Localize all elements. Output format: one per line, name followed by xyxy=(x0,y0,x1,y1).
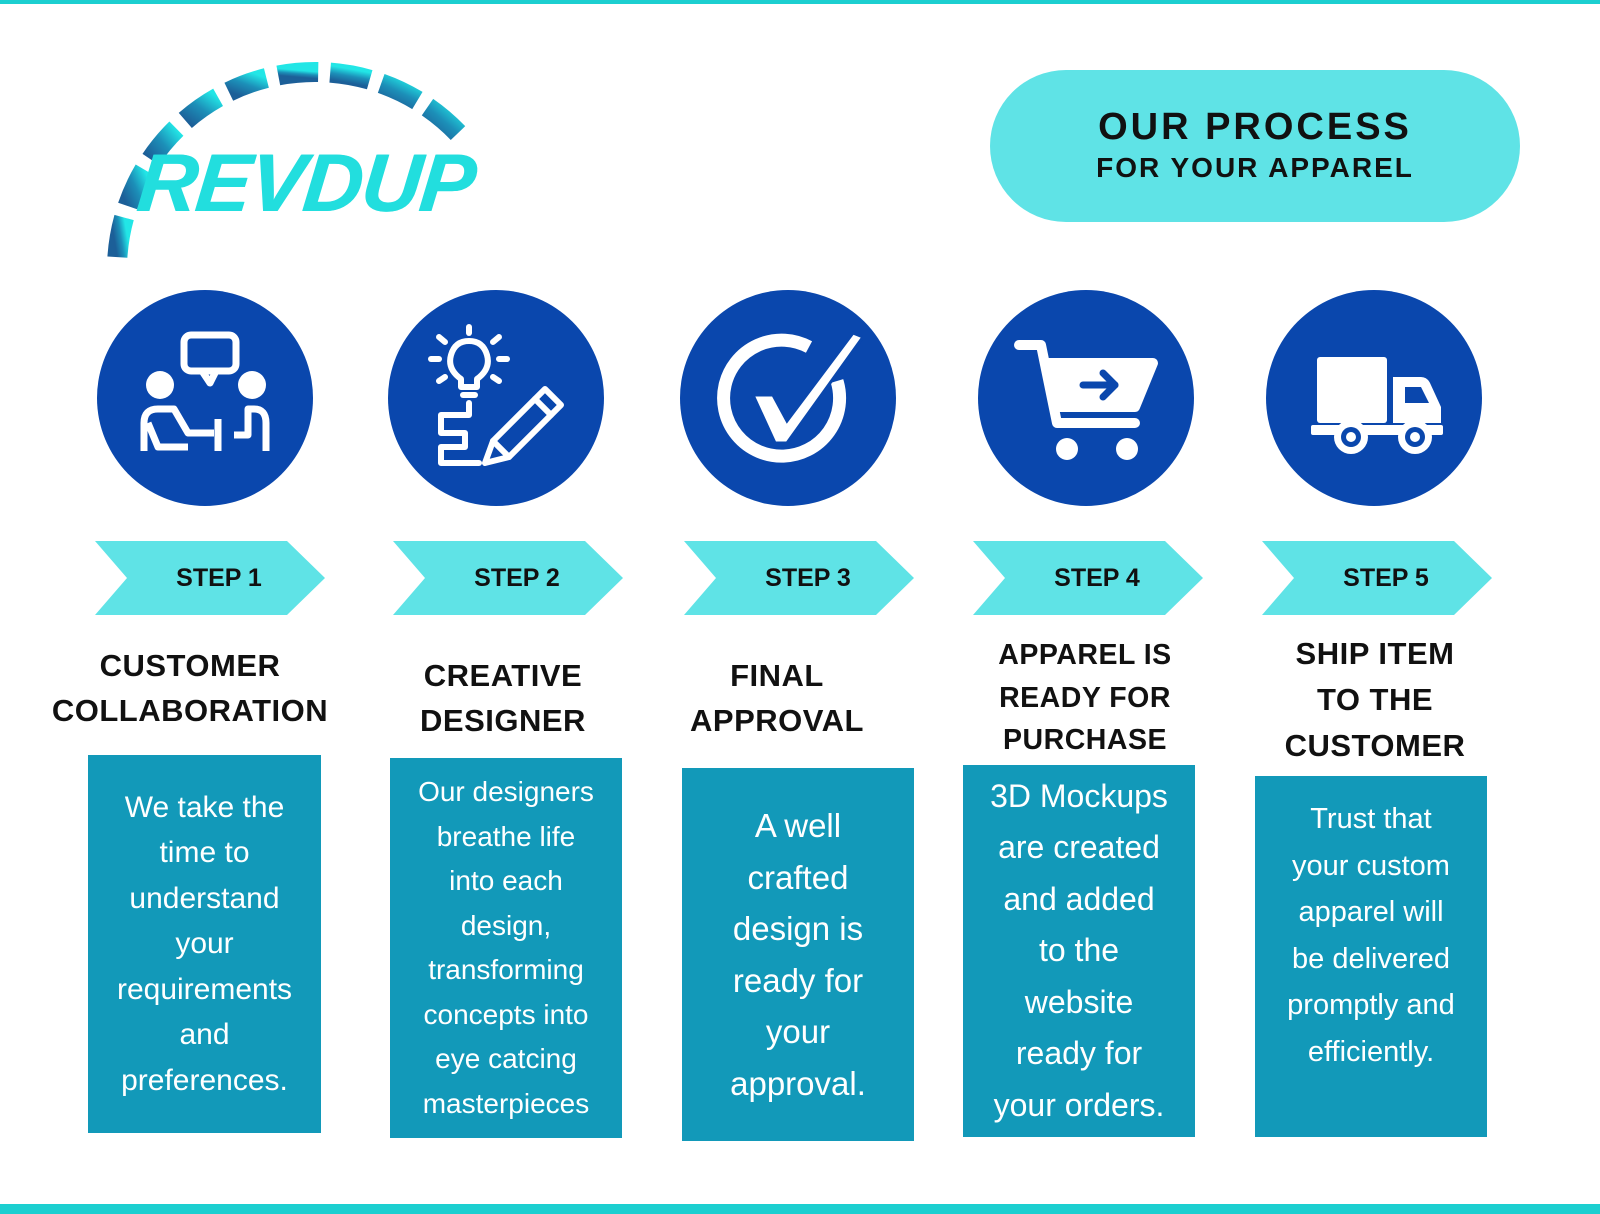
step-4-desc-line: website xyxy=(1024,983,1134,1020)
step-1-desc-line: preferences. xyxy=(121,1063,288,1097)
step-2-desc-line: into each xyxy=(449,865,563,896)
speedometer-segment xyxy=(329,62,373,90)
step-2-desc-line: breathe life xyxy=(436,820,576,852)
step-5-desc-line: Trust that xyxy=(1310,803,1432,835)
step-3-column: STEP 3 FINAL APPROVAL A well crafted des… xyxy=(680,0,932,1214)
step-4-desc-line: 3D Mockups xyxy=(990,777,1168,814)
process-title-badge: OUR PROCESS FOR YOUR APPAREL xyxy=(990,70,1520,222)
speedometer-segment xyxy=(142,121,184,166)
step-1-description-card: We take the time to understand your requ… xyxy=(88,755,321,1133)
step-3-desc-line: ready for xyxy=(732,961,864,999)
delivery-truck-icon xyxy=(1311,357,1443,454)
step-4-heading-line-2: READY FOR xyxy=(999,681,1171,714)
step-5-description-card: Trust that your custom apparel will be d… xyxy=(1255,776,1487,1137)
step-2-desc-line: masterpieces xyxy=(422,1087,590,1119)
step-5-chevron: STEP 5 xyxy=(1262,541,1492,615)
step-5-column: STEP 5 SHIP ITEM TO THE CUSTOMER Trust t… xyxy=(1255,0,1505,1214)
step-1-desc-line: time to xyxy=(159,836,250,870)
speedometer-segment xyxy=(224,68,270,101)
speedometer-segment xyxy=(118,164,154,210)
step-5-heading-line-3: CUSTOMER xyxy=(1284,728,1466,763)
step-2-desc-line: design, xyxy=(460,909,552,941)
step-1-desc-line: your xyxy=(175,927,234,961)
step-2-desc-line: eye catcing xyxy=(435,1043,577,1074)
step-4-column: STEP 4 APPAREL IS READY FOR PURCHASE 3D … xyxy=(963,0,1215,1214)
step-2-column: STEP 2 CREATIVE DESIGNER Our designers b… xyxy=(388,0,638,1214)
step-1-icon-circle xyxy=(97,290,313,506)
revdup-logo: REVDUP xyxy=(100,55,540,270)
speedometer-segment xyxy=(178,88,224,129)
step-5-heading-line-2: TO THE xyxy=(1316,682,1434,717)
title-subtitle: FOR YOUR APPAREL xyxy=(1096,152,1414,184)
step-3-heading: FINAL APPROVAL xyxy=(642,653,912,743)
step-3-desc-line: your xyxy=(765,1013,831,1050)
step-2-desc-line: concepts into xyxy=(423,998,589,1030)
step-5-desc-line: your custom xyxy=(1292,849,1450,882)
step-4-desc-line: your orders. xyxy=(993,1086,1165,1123)
speedometer-segment xyxy=(377,73,423,110)
shopping-cart-icon xyxy=(1014,340,1158,460)
speedometer-arc-icon xyxy=(107,61,466,258)
step-2-chevron: STEP 2 xyxy=(393,541,623,615)
step-2-label: STEP 2 xyxy=(474,563,560,592)
step-1-desc-line: requirements xyxy=(116,972,293,1006)
bottom-border xyxy=(0,1204,1600,1214)
title-main: OUR PROCESS xyxy=(1098,106,1412,149)
step-3-description-card: A well crafted design is ready for your … xyxy=(682,768,914,1141)
speedometer-segment xyxy=(276,61,319,86)
step-2-heading-line-1: CREATIVE xyxy=(423,658,583,693)
step-5-desc-line: efficiently. xyxy=(1307,1035,1435,1068)
step-3-heading-line-2: APPROVAL xyxy=(690,703,864,738)
step-3-heading-line-1: FINAL xyxy=(730,658,824,693)
step-2-description-card: Our designers breathe life into each des… xyxy=(390,758,622,1138)
checkmark-icon xyxy=(717,331,863,463)
step-4-icon-circle xyxy=(978,290,1194,506)
step-1-chevron: STEP 1 xyxy=(95,541,325,615)
step-4-heading-line-1: APPAREL IS xyxy=(998,639,1172,671)
step-5-desc-line: apparel will xyxy=(1298,896,1444,928)
step-3-desc-line: approval. xyxy=(730,1064,866,1102)
step-4-desc-line: to the xyxy=(1038,932,1120,969)
step-5-icon-circle xyxy=(1266,290,1482,506)
speedometer-segment xyxy=(107,214,134,258)
step-1-desc-line: understand xyxy=(129,881,280,915)
step-1-heading-line-2: COLLABORATION xyxy=(51,693,329,728)
step-3-label: STEP 3 xyxy=(765,563,851,592)
step-2-heading-line-2: DESIGNER xyxy=(420,703,586,738)
step-3-desc-line: A well xyxy=(754,807,842,844)
step-4-heading-line-3: PURCHASE xyxy=(1003,724,1167,756)
step-1-label: STEP 1 xyxy=(176,563,262,592)
step-4-desc-line: are created xyxy=(998,829,1160,866)
top-border xyxy=(0,0,1600,4)
step-5-label: STEP 5 xyxy=(1343,563,1429,592)
step-5-heading-line-1: SHIP ITEM xyxy=(1295,636,1455,671)
step-2-desc-line: transforming xyxy=(428,954,584,985)
step-3-desc-line: crafted xyxy=(747,858,849,896)
step-2-icon-circle xyxy=(388,290,604,506)
step-1-heading-line-1: CUSTOMER xyxy=(99,648,281,683)
idea-pencil-icon xyxy=(428,324,564,466)
step-1-heading: CUSTOMER COLLABORATION xyxy=(40,643,340,733)
step-4-desc-line: ready for xyxy=(1015,1035,1143,1072)
step-3-desc-line: design is xyxy=(732,910,864,947)
step-5-desc-line: promptly and xyxy=(1287,989,1455,1021)
step-2-desc-line: Our designers xyxy=(418,776,594,807)
step-1-desc-line: and xyxy=(179,1018,230,1052)
speedometer-segment xyxy=(421,98,466,141)
step-3-icon-circle xyxy=(680,290,896,506)
conversation-icon xyxy=(140,331,270,451)
step-3-chevron: STEP 3 xyxy=(684,541,914,615)
step-1-column: STEP 1 CUSTOMER COLLABORATION We take th… xyxy=(52,0,335,1214)
step-4-label: STEP 4 xyxy=(1054,563,1140,592)
step-5-heading: SHIP ITEM TO THE CUSTOMER xyxy=(1240,631,1510,769)
step-4-heading: APPAREL IS READY FOR PURCHASE xyxy=(950,634,1220,762)
step-4-desc-line: and added xyxy=(1003,880,1155,917)
step-5-desc-line: be delivered xyxy=(1292,942,1450,975)
step-2-heading: CREATIVE DESIGNER xyxy=(368,653,638,743)
step-1-desc-line: We take the xyxy=(124,790,285,824)
step-4-description-card: 3D Mockups are created and added to the … xyxy=(963,765,1195,1137)
step-4-chevron: STEP 4 xyxy=(973,541,1203,615)
